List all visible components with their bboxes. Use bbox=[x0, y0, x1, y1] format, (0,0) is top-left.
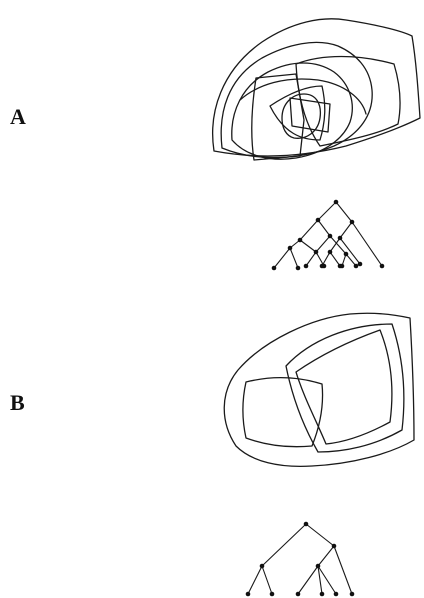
tree-b-node bbox=[270, 592, 275, 597]
tree-b-edge bbox=[318, 546, 334, 566]
tree-b-node bbox=[304, 522, 309, 527]
tree-a-edge bbox=[330, 252, 340, 266]
panel-b-curves bbox=[224, 313, 414, 466]
panel-a-loop-5 bbox=[270, 86, 325, 140]
tree-a-node bbox=[316, 218, 321, 223]
tree-a-edge bbox=[290, 248, 298, 268]
panel-b-inner-triangle bbox=[296, 330, 392, 444]
tree-b-edge bbox=[318, 566, 322, 594]
tree-b-node bbox=[316, 564, 321, 569]
tree-b-edge bbox=[262, 566, 272, 594]
tree-a-node bbox=[344, 252, 349, 257]
tree-a-node bbox=[328, 250, 333, 255]
tree-a-node bbox=[288, 246, 293, 251]
panel-b-outer-curve bbox=[224, 313, 414, 466]
tree-a-node bbox=[358, 262, 363, 267]
tree-a-edge bbox=[300, 220, 318, 240]
tree-a-node bbox=[328, 234, 333, 239]
tree-a-node bbox=[314, 250, 319, 255]
tree-a-edge bbox=[346, 254, 356, 266]
tree-a-edge bbox=[306, 252, 316, 266]
tree-b-node bbox=[260, 564, 265, 569]
tree-a-node bbox=[334, 200, 339, 205]
panel-a-loop-2 bbox=[232, 63, 352, 159]
tree-b-node bbox=[246, 592, 251, 597]
tree-a-edge bbox=[316, 236, 330, 252]
tree-b-edge bbox=[334, 546, 352, 594]
tree-a-edge bbox=[336, 202, 352, 222]
tree-a-node bbox=[296, 266, 301, 271]
tree-a-edge bbox=[318, 220, 330, 236]
tree-a-node bbox=[338, 236, 343, 241]
panel-b-tree bbox=[246, 522, 355, 597]
panel-a-outer-curve bbox=[213, 19, 420, 156]
tree-b-node bbox=[296, 592, 301, 597]
panel-a-curves bbox=[213, 19, 420, 160]
tree-a-edge bbox=[300, 240, 316, 252]
tree-b-node bbox=[332, 544, 337, 549]
tree-a-node bbox=[304, 264, 309, 269]
tree-a-node bbox=[272, 266, 277, 271]
tree-a-edge bbox=[340, 222, 352, 238]
panel-a-tree bbox=[272, 200, 385, 271]
tree-a-node bbox=[354, 264, 359, 269]
tree-a-node bbox=[380, 264, 385, 269]
tree-b-edge bbox=[318, 566, 336, 594]
tree-b-node bbox=[320, 592, 325, 597]
tree-a-node bbox=[340, 264, 345, 269]
tree-a-edge bbox=[318, 202, 336, 220]
panel-b-left-region bbox=[243, 378, 323, 447]
tree-b-edge bbox=[306, 524, 334, 546]
panel-b-right-region bbox=[286, 324, 404, 452]
tree-b-edge bbox=[298, 566, 318, 594]
tree-a-node bbox=[298, 238, 303, 243]
tree-a-node bbox=[320, 264, 325, 269]
tree-b-edge bbox=[248, 566, 262, 594]
tree-a-edge bbox=[274, 248, 290, 268]
tree-a-node bbox=[350, 220, 355, 225]
tree-b-node bbox=[334, 592, 339, 597]
tree-b-node bbox=[350, 592, 355, 597]
tree-b-edge bbox=[262, 524, 306, 566]
